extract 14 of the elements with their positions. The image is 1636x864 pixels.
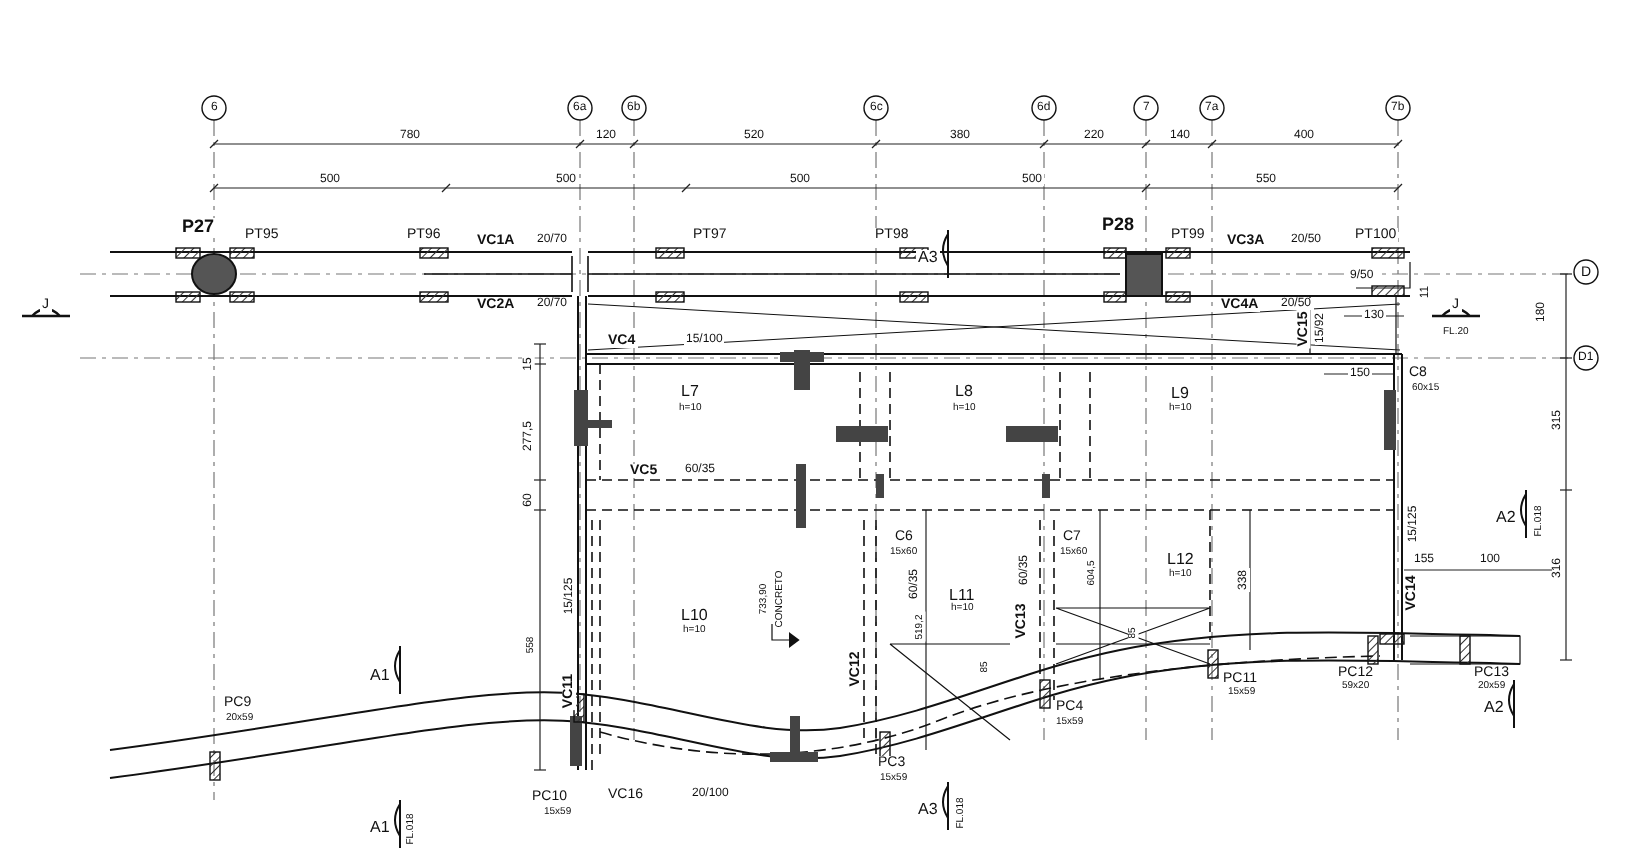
section-mark-label: A2 — [1494, 510, 1518, 526]
slab-label: L10 — [679, 608, 710, 624]
section-mark-label: A1 — [368, 668, 392, 684]
pillar-label: P28 — [1100, 215, 1137, 233]
section-mark-label: A2 — [1482, 700, 1506, 716]
pillar-label: P27 — [180, 217, 217, 235]
section-mark-label: A3 — [916, 250, 940, 266]
slab-label: L8 — [953, 384, 975, 400]
section-mark-label: A1 — [368, 820, 392, 836]
section-mark-label: A3 — [916, 802, 940, 818]
slab-label: L9 — [1169, 386, 1191, 402]
slab-label: L12 — [1165, 552, 1196, 568]
slab-label: L7 — [679, 384, 701, 400]
slab-label: L11 — [947, 588, 977, 604]
